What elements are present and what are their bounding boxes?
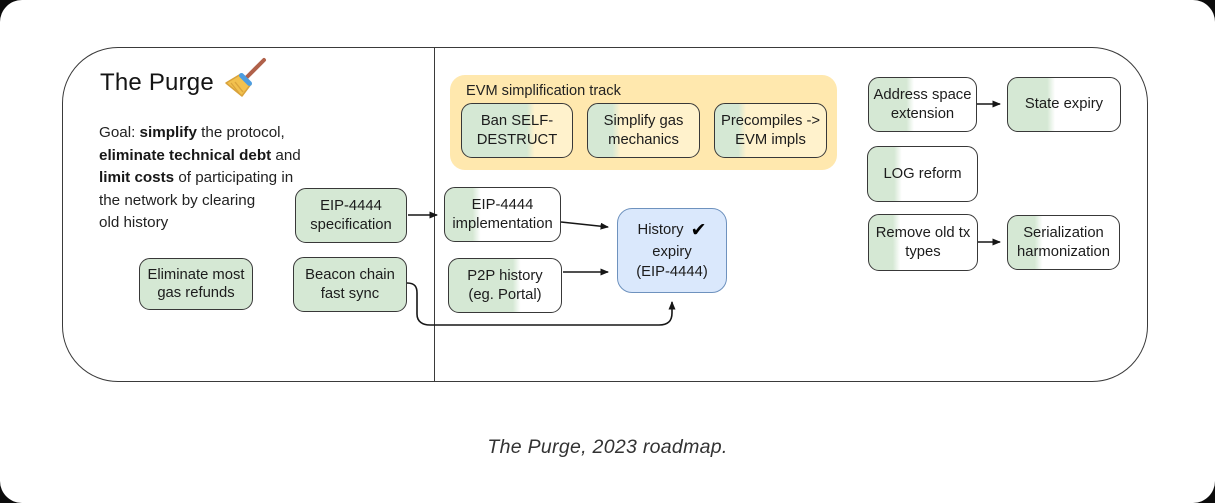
node-serialization-harmonization: Serialization harmonization: [1007, 215, 1120, 270]
node-label: Simplify gas mechanics: [603, 113, 684, 148]
node-eip4444-specification: EIP-4444 specification: [295, 188, 407, 243]
node-label: EIP-4444 specification: [310, 198, 392, 233]
node-eip4444-implementation: EIP-4444 implementation: [444, 187, 561, 242]
node-label: Precompiles -> EVM impls: [720, 113, 821, 148]
goal-text: Goal: simplify the protocol, eliminate t…: [99, 122, 343, 235]
node-label: Address space extension: [873, 87, 972, 122]
checkmark-icon: ✔: [690, 219, 707, 241]
track-label: EVM simplification track: [466, 83, 621, 99]
goal-part: of participating in the network by clear…: [99, 169, 294, 231]
goal-part-bold: eliminate technical debt: [99, 146, 272, 164]
node-label-line: History ✔: [638, 218, 707, 244]
node-label: Remove old tx types: [875, 225, 971, 260]
node-label: (EIP-4444): [636, 264, 708, 281]
node-address-space-extension: Address space extension: [868, 77, 977, 132]
node-label: LOG reform: [883, 165, 962, 182]
node-label: State expiry: [1024, 96, 1104, 113]
node-label: EIP-4444 implementation: [452, 197, 553, 232]
goal-part-bold: limit costs: [99, 169, 175, 186]
node-log-reform: LOG reform: [867, 146, 978, 202]
node-label: expiry: [652, 244, 692, 261]
figure-caption: The Purge, 2023 roadmap.: [487, 436, 728, 458]
node-label: History: [637, 221, 684, 238]
node-label: Serialization harmonization: [1017, 225, 1110, 260]
node-label: P2P history (eg. Portal): [467, 268, 543, 303]
goal-part: and: [275, 146, 301, 164]
node-simplify-gas-mechanics: Simplify gas mechanics: [587, 103, 700, 158]
section-divider-line: [434, 47, 435, 382]
roadmap-outer-frame: [62, 47, 1148, 382]
node-history-expiry: History ✔ expiry (EIP-4444): [617, 208, 727, 293]
goal-part: the protocol,: [201, 124, 285, 141]
node-beacon-chain-fast-sync: Beacon chain fast sync: [293, 257, 407, 312]
goal-part: Goal:: [99, 124, 140, 141]
goal-part-bold: simplify: [139, 124, 197, 141]
node-precompiles-to-evm-impls: Precompiles -> EVM impls: [714, 103, 827, 158]
node-remove-old-tx-types: Remove old tx types: [868, 214, 978, 271]
node-p2p-history: P2P history (eg. Portal): [448, 258, 562, 313]
node-label: Ban SELF- DESTRUCT: [476, 113, 558, 148]
node-ban-self-destruct: Ban SELF- DESTRUCT: [461, 103, 573, 158]
node-state-expiry: State expiry: [1007, 77, 1121, 132]
node-eliminate-most-gas-refunds: Eliminate most gas refunds: [139, 258, 253, 310]
node-label: Beacon chain fast sync: [305, 267, 395, 302]
diagram-title: The Purge: [100, 69, 214, 96]
broom-icon: [225, 58, 266, 97]
node-label: Eliminate most gas refunds: [147, 266, 245, 301]
